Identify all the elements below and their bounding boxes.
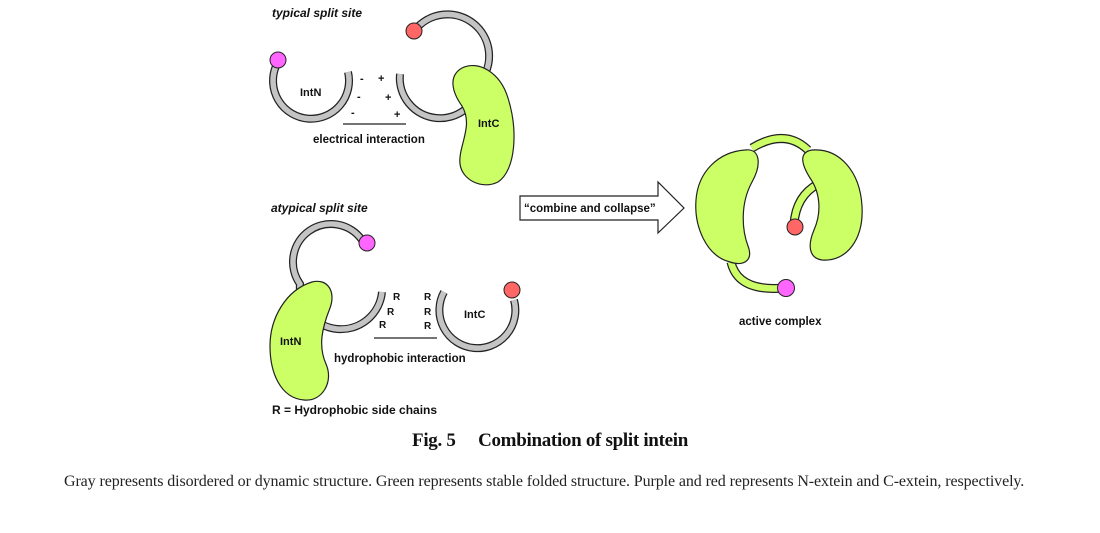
- typical-interaction-label: electrical interaction: [313, 134, 425, 146]
- r-group: R: [393, 292, 401, 303]
- r-group: R: [379, 320, 387, 331]
- split-intein-diagram: typical split site IntN - - - + + + elec…: [269, 6, 863, 417]
- atypical-interaction-label: hydrophobic interaction: [334, 353, 466, 365]
- figure-title: Combination of split intein: [478, 430, 688, 451]
- r-group: R: [424, 307, 432, 318]
- arrow-label: “combine and collapse”: [524, 203, 656, 215]
- plus-sign: +: [394, 109, 400, 121]
- plus-sign: +: [385, 92, 391, 104]
- typical-n-extein-ball: [269, 51, 287, 69]
- atypical-n-extein-ball: [358, 234, 376, 252]
- typical-c-extein-ball: [405, 22, 423, 40]
- minus-sign: -: [351, 107, 355, 119]
- typical-intc-folded-domain: [452, 64, 515, 186]
- r-group: R: [424, 292, 432, 303]
- complex-inner-linker: [790, 181, 820, 225]
- figure-caption-text: Gray represents disordered or dynamic st…: [64, 473, 1025, 490]
- minus-sign: -: [360, 73, 364, 85]
- r-group: R: [424, 321, 432, 332]
- typical-intn-label: IntN: [300, 87, 321, 99]
- complex-n-extein-ball: [777, 279, 795, 297]
- complex-c-extein-ball: [786, 218, 804, 236]
- complex-bottom-linker: [727, 261, 785, 292]
- combine-arrow: “combine and collapse”: [519, 180, 685, 235]
- active-complex-label: active complex: [739, 316, 822, 328]
- atypical-c-extein-ball: [503, 281, 521, 299]
- typical-intc-label: IntC: [478, 118, 499, 130]
- plus-sign: +: [378, 73, 384, 85]
- r-legend: R = Hydrophobic side chains: [272, 403, 437, 417]
- arrow-shape: [519, 180, 685, 235]
- active-complex: active complex: [695, 134, 863, 328]
- atypical-intn-folded-domain: [269, 280, 333, 401]
- complex-left-folded-domain: [695, 149, 759, 265]
- atypical-intc-label: IntC: [464, 309, 485, 321]
- minus-sign: -: [357, 91, 361, 103]
- atypical-split-site-panel: atypical split site IntN R R R R R R hyd…: [269, 201, 521, 417]
- complex-right-folded-domain: [802, 149, 863, 261]
- r-group: R: [387, 307, 395, 318]
- atypical-heading: atypical split site: [271, 201, 368, 215]
- figure-caption-title: Fig. 5 Combination of split intein: [0, 430, 1100, 452]
- complex-top-linker: [750, 135, 811, 153]
- typical-split-site-panel: typical split site IntN - - - + + + elec…: [269, 6, 515, 186]
- atypical-intn-label: IntN: [280, 336, 301, 348]
- figure-number: Fig. 5: [412, 430, 456, 451]
- typical-heading: typical split site: [272, 6, 362, 20]
